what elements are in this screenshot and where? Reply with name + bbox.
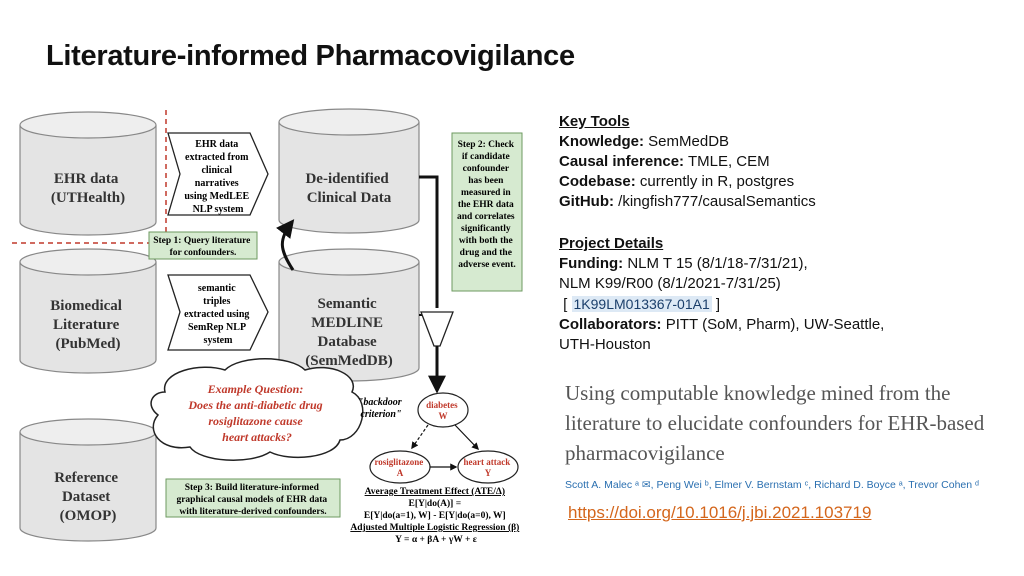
causal-inference-line: Causal inference: TMLE, CEM (559, 153, 770, 170)
edge-diabetes-heartattack (454, 424, 479, 451)
ehr-data-label: EHR data (54, 171, 119, 187)
deidentified-clinical-data-cylinder: De-identified Clinical Data (278, 108, 420, 234)
github-line: GitHub: /kingfish777/causalSemantics (559, 193, 816, 210)
project-details-heading: Project Details (559, 235, 664, 252)
step2-box: Step 2: Check if candidate confounder ha… (451, 132, 523, 292)
svg-text:EHR data (UTHealth): EHR data (UTHealth) (51, 171, 125, 206)
reference-dataset-cylinder: Reference Dataset (OMOP) (19, 418, 157, 542)
svg-text:rosiglitazone A: rosiglitazone A (374, 457, 425, 478)
ate-formula-1: E[Y|do(A)] = (408, 498, 461, 509)
ate-label: Average Treatment Effect (ATE/Δ) (365, 486, 505, 497)
regression-formula: Y = α + βA + γW + ε (395, 535, 477, 545)
svg-text:Example Question: Does t: Example Question: Does the anti-diabetic… (187, 382, 325, 444)
paper-title: Using computable knowledge mined from th… (565, 381, 985, 465)
funding-line: Funding: NLM T 15 (8/1/18-7/31/21), (559, 255, 808, 272)
diabetes-node: diabetes W (417, 392, 469, 428)
key-tools-heading: Key Tools (559, 113, 630, 130)
svg-text:De-identified Clinical D: De-identified Clinical Data (305, 171, 392, 206)
curved-arrow (276, 219, 295, 271)
regression-label: Adjusted Multiple Logistic Regression (β… (350, 522, 519, 533)
svg-text:Step 1: Query literature: Step 1: Query literature for confounders… (153, 236, 253, 258)
paper-authors[interactable]: Scott A. Malec ᵃ ✉, Peng Wei ᵇ, Elmer V.… (565, 479, 979, 491)
svg-text:Average Treatment Effect (ATE/: Average Treatment Effect (ATE/Δ) E[Y|do(… (350, 486, 521, 545)
page-title: Literature-informed Pharmacovigilance (46, 40, 575, 72)
ehr-extraction-arrow: EHR data extracted from clinical narrati… (167, 132, 269, 216)
funding-line-2: NLM K99/R00 (8/1/2021-7/31/25) (559, 275, 781, 292)
ehr-data-source: (UTHealth) (51, 190, 125, 206)
step3-box: Step 3: Build literature-informed graphi… (165, 478, 341, 518)
collaborators-line: Collaborators: PITT (SoM, Pharm), UW-Sea… (559, 316, 885, 333)
biomedical-literature-cylinder: Biomedical Literature (PubMed) (19, 248, 157, 374)
funnel-icon (420, 311, 454, 347)
svg-text:heart attack Y: heart attack Y (464, 457, 513, 478)
svg-text:Biomedical Literature: Biomedical Literature (PubMed) (50, 298, 125, 352)
grant-number: 1K99LM013367-01A1 (571, 296, 712, 312)
svg-text:Step 3: Build literature-infor: Step 3: Build literature-informed graphi… (176, 483, 329, 517)
doi-link[interactable]: https://doi.org/10.1016/j.jbi.2021.10371… (568, 503, 872, 522)
grant-line: [ 1K99LM013367-01A1 ] (563, 296, 721, 313)
ate-formula-2: E[Y|do(a=1), W] - E[Y|do(a=0), W] (364, 510, 506, 521)
deidentified-to-funnel-line (419, 175, 439, 308)
svg-text:semantic triples e: semantic triples extracted using SemRep … (184, 283, 252, 346)
knowledge-line: Knowledge: SemMedDB (559, 133, 730, 150)
svg-text:Step 2: Check if candida: Step 2: Check if candidate confounder ha… (457, 140, 517, 270)
backdoor-criterion-label: "backdoor criterion" (358, 397, 404, 420)
codebase-line: Codebase: currently in R, postgres (559, 173, 795, 190)
pharmacovigilance-diagram: EHR data (UTHealth) Biomedical Literatur… (12, 108, 523, 545)
semrep-extraction-arrow: semantic triples extracted using SemRep … (167, 274, 269, 351)
svg-text:EHR data extracted from: EHR data extracted from clinical narrati… (184, 139, 251, 215)
info-panel: Key Tools Knowledge: SemMedDB Causal inf… (559, 112, 999, 355)
example-question-cloud: Example Question: Does the anti-diabetic… (150, 358, 364, 461)
ehr-data-cylinder: EHR data (UTHealth) (19, 111, 157, 236)
svg-text:diabetes W: diabetes W (426, 400, 460, 421)
step1-box: Step 1: Query literature for confounders… (148, 231, 258, 260)
svg-text:Reference Dataset: Reference Dataset (OMOP) (54, 470, 122, 524)
edge-diabetes-rosiglitazone (411, 424, 429, 450)
semantic-medline-cylinder: Semantic MEDLINE Database (SemMedDB) (278, 248, 420, 382)
heart-attack-node: heart attack Y (457, 450, 519, 484)
svg-text:Semantic MEDLINE D: Semantic MEDLINE Database (SemMedDB) (305, 296, 392, 369)
rosiglitazone-node: rosiglitazone A (369, 450, 431, 484)
collaborators-line-2: UTH-Houston (559, 336, 651, 353)
